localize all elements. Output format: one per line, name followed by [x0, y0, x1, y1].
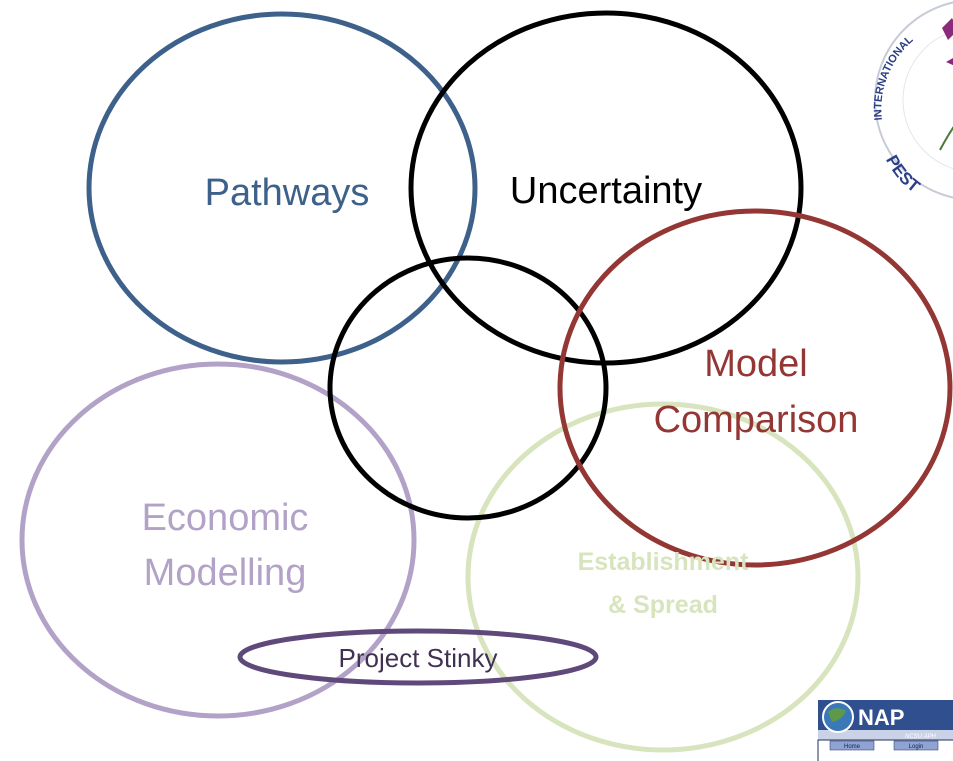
- circle-uncertainty: [408, 10, 804, 366]
- circle-establishment-spread: [465, 401, 861, 753]
- label-model-line2: Comparison: [654, 399, 859, 441]
- label-establishment-line1: Establishment: [578, 548, 750, 576]
- napis-title: NAP: [858, 705, 904, 730]
- napis-home-button[interactable]: [829, 740, 875, 751]
- napis-login-button[interactable]: [893, 740, 939, 751]
- label-pathways: Pathways: [205, 172, 370, 214]
- label-economic-line2: Modelling: [144, 552, 307, 594]
- circle-economic-modelling: [19, 361, 417, 719]
- globe-icon: [822, 701, 854, 733]
- label-project-stinky: Project Stinky: [339, 643, 498, 673]
- napis-home-label: Home: [844, 744, 861, 750]
- circle-center: [327, 255, 609, 521]
- label-uncertainty: Uncertainty: [510, 170, 702, 212]
- napis-login-label: Login: [909, 744, 924, 750]
- circle-model-comparison: [557, 208, 953, 568]
- label-model-line1: Model: [704, 343, 808, 385]
- label-establishment-line2: & Spread: [608, 591, 718, 619]
- napis-subtitle: NCSU APH: [905, 734, 936, 740]
- napis-banner: NAP NCSU APH Home Login: [817, 700, 953, 761]
- project-stinky-oval: [237, 628, 599, 686]
- seal-logo: INTERNATIONAL PEST: [872, 1, 953, 199]
- label-economic-line1: Economic: [142, 497, 309, 539]
- circle-pathways: [86, 11, 478, 365]
